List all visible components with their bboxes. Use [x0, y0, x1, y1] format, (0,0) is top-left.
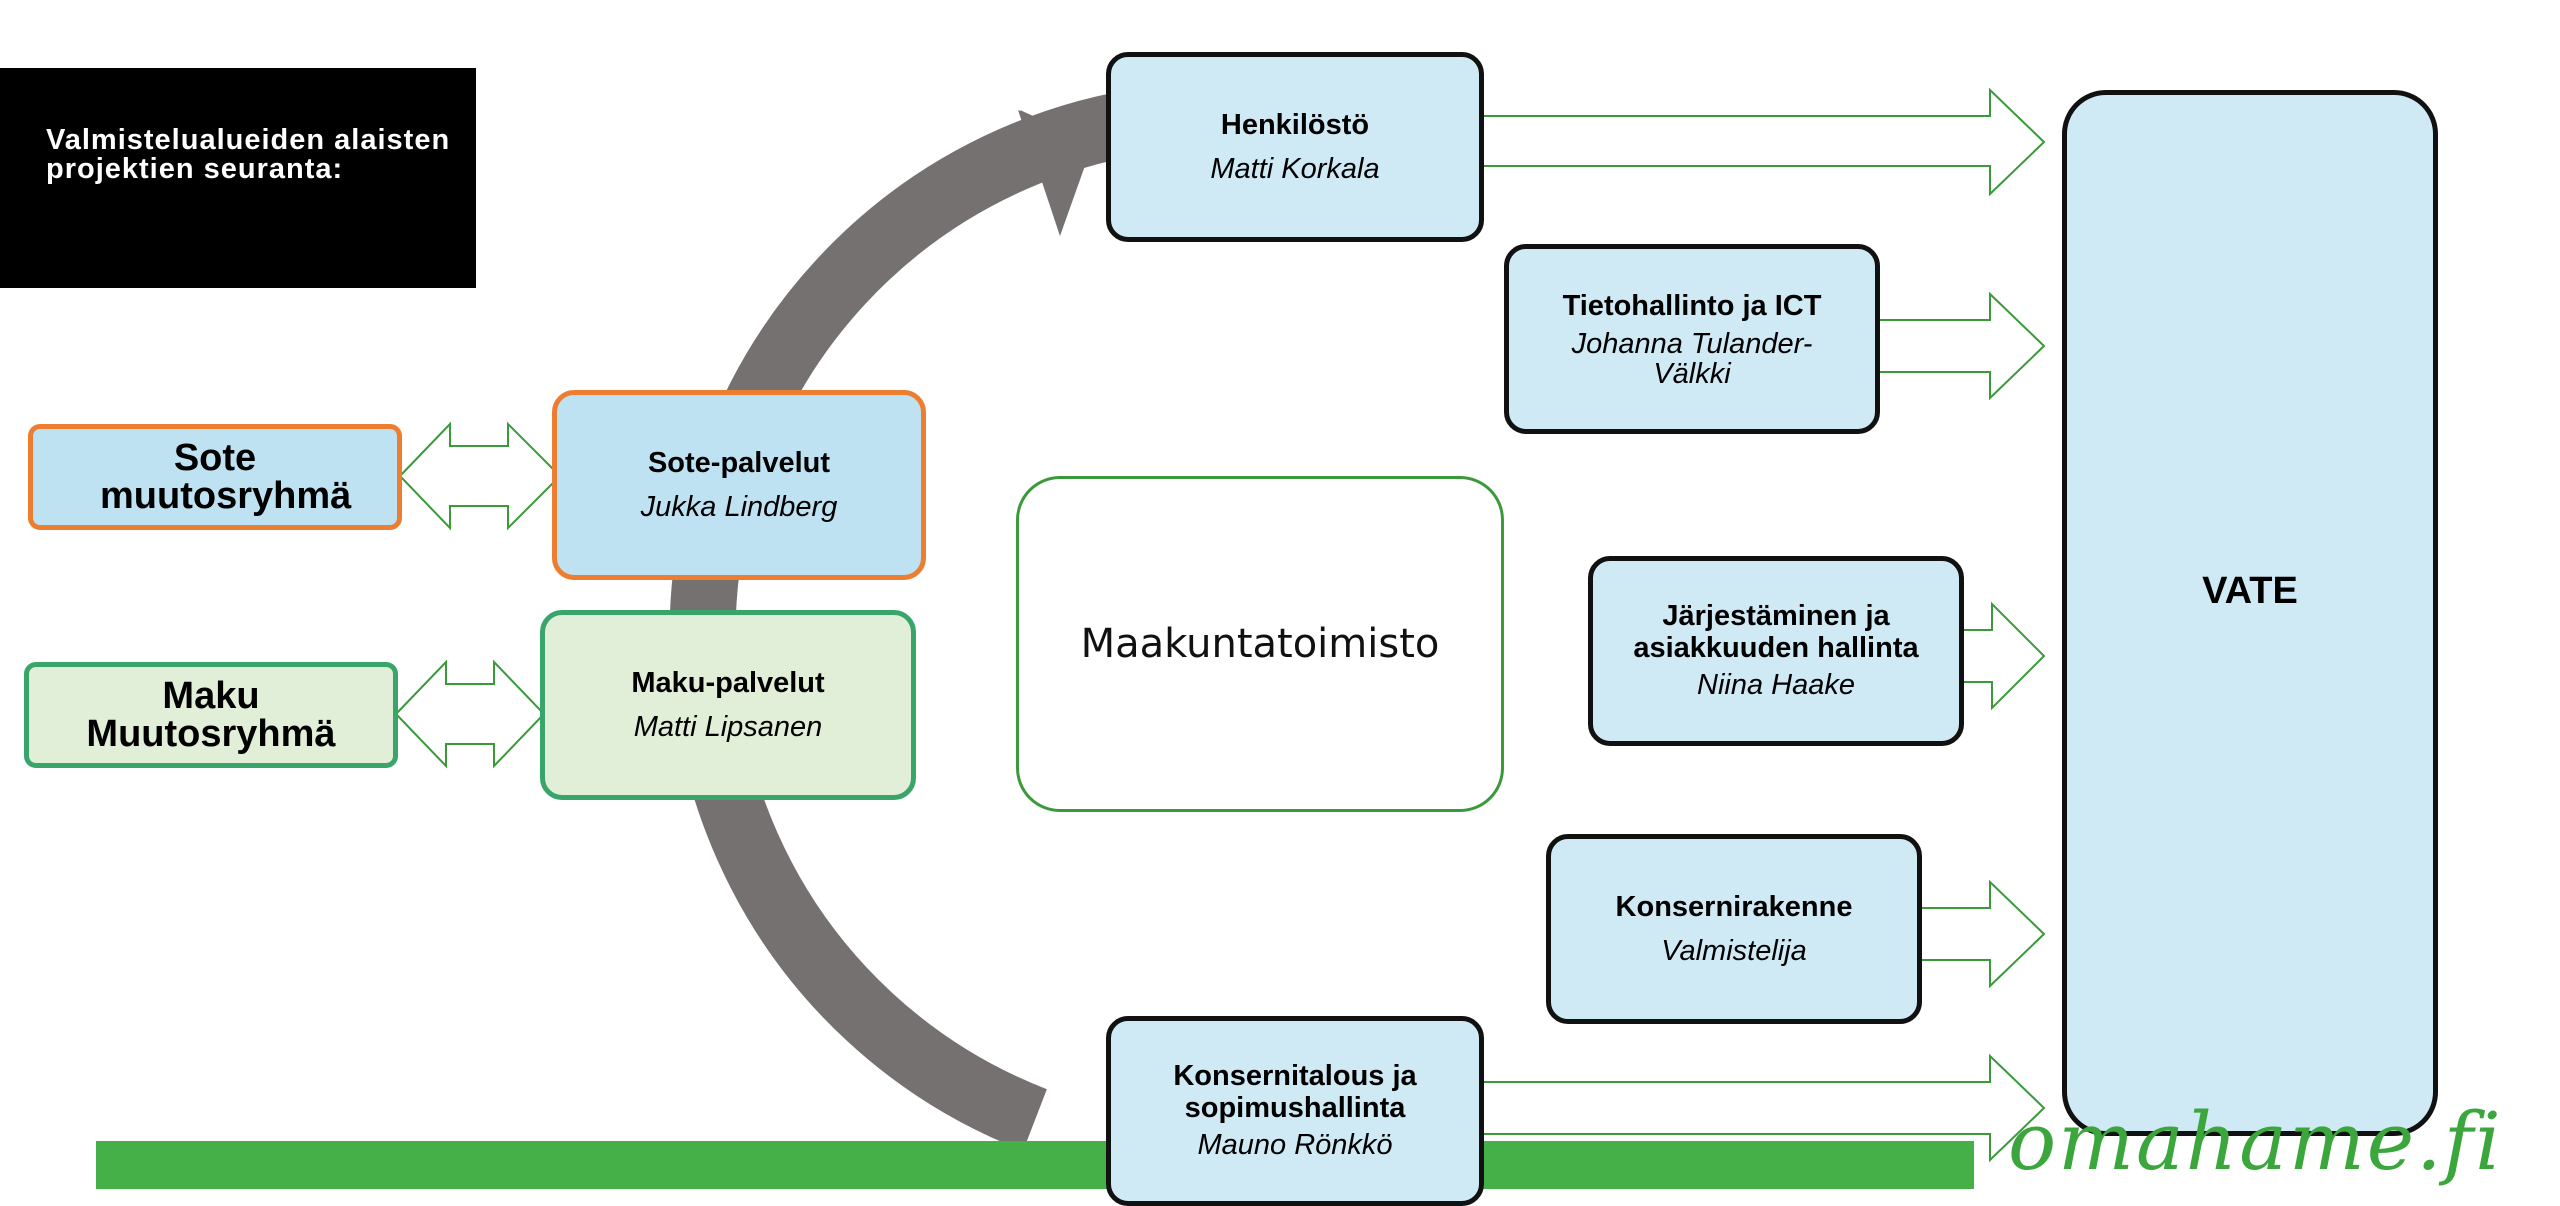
- node-title: Henkilöstö: [1220, 109, 1370, 141]
- footer-green-bar: [96, 1141, 1974, 1189]
- sote-group-box: Sote muutosryhmä: [28, 424, 402, 530]
- sote-group-label: Sote muutosryhmä: [100, 437, 352, 517]
- node-henkilosto: Henkilöstö Matti Korkala: [1106, 52, 1484, 242]
- node-jarjestaminen: Järjestäminen ja asiakkuuden hallinta Ni…: [1588, 556, 1964, 746]
- node-title: Maku-palvelut: [631, 667, 825, 699]
- node-sote-palvelut: Sote-palvelut Jukka Lindberg: [552, 390, 926, 580]
- node-title: Tietohallinto ja ICT: [1562, 290, 1822, 322]
- omahame-logo: omahame.fi: [2008, 1102, 2548, 1196]
- maku-group-box: Maku Muutosryhmä: [24, 662, 398, 768]
- flow-arrow-konsernirakenne: [1905, 879, 2046, 989]
- node-person: Johanna Tulander-Välkki: [1571, 328, 1813, 390]
- node-konsernirakenne: Konsernirakenne Valmistelija: [1546, 834, 1922, 1024]
- vate-box: VATE: [2062, 90, 2438, 1136]
- node-person: Matti Lipsanen: [633, 711, 823, 743]
- sote-double-arrow: [398, 421, 562, 531]
- node-title: Sote-palvelut: [647, 447, 831, 479]
- cycle-arrow-head-tip: [1018, 110, 1092, 236]
- node-person: Mauno Rönkkö: [1197, 1129, 1393, 1161]
- maku-double-arrow: [394, 659, 546, 769]
- node-title: Konsernitalous ja sopimushallinta: [1173, 1060, 1417, 1124]
- node-maku-palvelut: Maku-palvelut Matti Lipsanen: [540, 610, 916, 800]
- banner-text: Valmistelualueiden alaisten projektien s…: [46, 124, 451, 185]
- flow-arrow-tietohallinto: [1861, 291, 2046, 401]
- flow-arrow-henkilosto: [1473, 87, 2046, 197]
- banner-title: Valmistelualueiden alaisten projektien s…: [0, 68, 476, 288]
- node-title: Konsernirakenne: [1615, 891, 1853, 923]
- node-person: Niina Haake: [1697, 669, 1855, 701]
- logo-text: omahame.fi: [2008, 1102, 2503, 1188]
- flow-arrow-konsernitalous: [1473, 1053, 2046, 1163]
- node-title: Järjestäminen ja asiakkuuden hallinta: [1633, 600, 1919, 664]
- node-person: Matti Korkala: [1210, 153, 1380, 185]
- node-konsernitalous: Konsernitalous ja sopimushallinta Mauno …: [1106, 1016, 1484, 1206]
- node-person: Jukka Lindberg: [640, 491, 838, 523]
- center-label: Maakuntatoimisto: [1080, 621, 1440, 667]
- node-tietohallinto: Tietohallinto ja ICT Johanna Tulander-Vä…: [1504, 244, 1880, 434]
- center-box: Maakuntatoimisto: [1016, 476, 1504, 812]
- vate-label: VATE: [2202, 569, 2298, 612]
- maku-group-label: Maku Muutosryhmä: [86, 675, 336, 755]
- node-person: Valmistelija: [1661, 935, 1807, 967]
